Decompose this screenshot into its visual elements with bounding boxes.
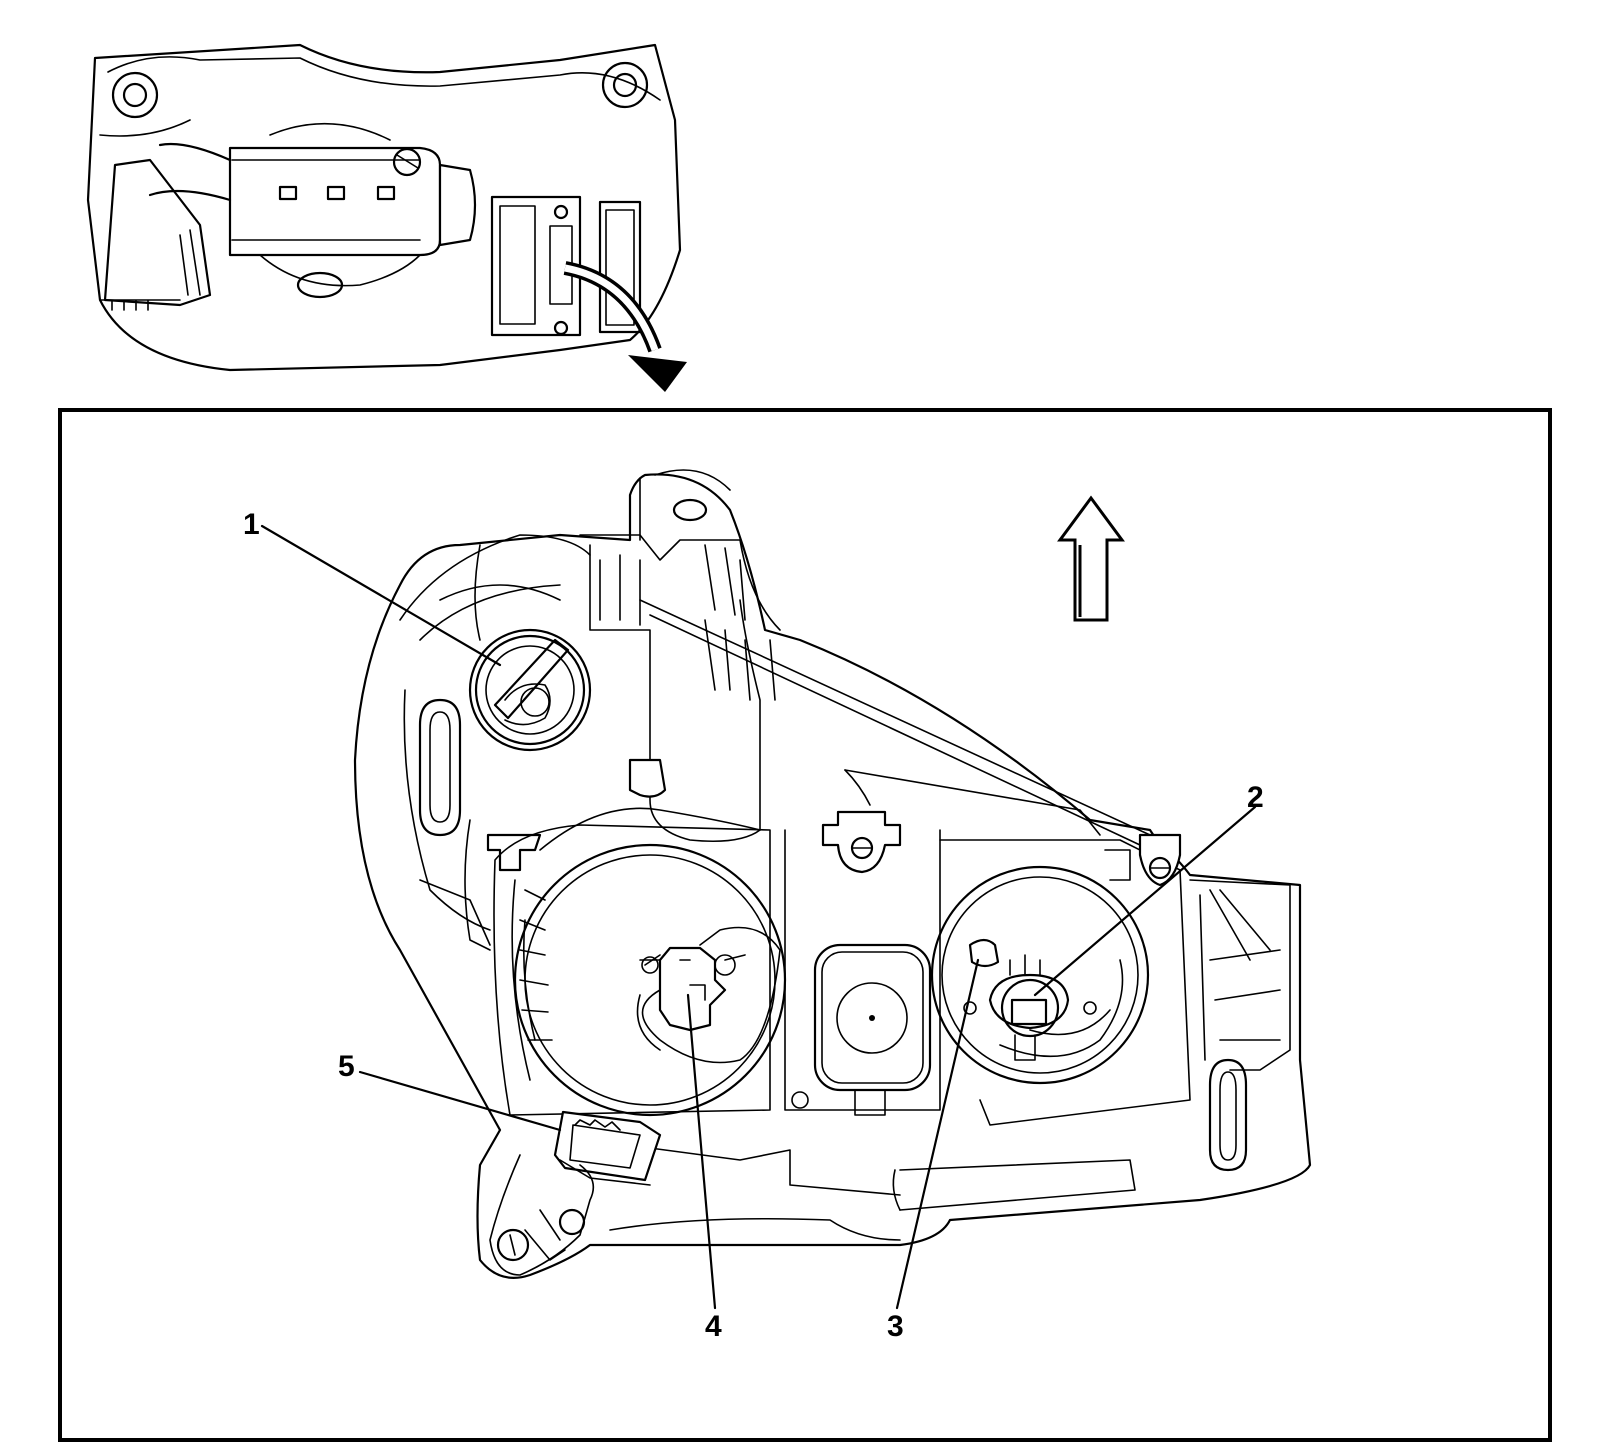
callout-4: 4	[705, 1310, 722, 1343]
lower-left-mount	[489, 1154, 595, 1276]
up-arrow-icon	[1057, 495, 1125, 622]
component-2-bulb	[1000, 978, 1060, 1038]
center-adjuster	[821, 769, 1101, 874]
callout-2: 2	[1247, 781, 1264, 814]
component-1-adjuster	[468, 628, 592, 752]
leader-lines	[260, 524, 1257, 1310]
curved-arrow-icon	[563, 261, 687, 392]
callout-1: 1	[243, 508, 260, 541]
high-beam-lamp	[930, 833, 1191, 1126]
locator-inset-view	[86, 43, 682, 372]
callout-3: 3	[887, 1310, 904, 1343]
headlamp-assembly	[353, 469, 1312, 1279]
low-beam-lamp	[493, 824, 787, 1117]
component-4-bulb-socket	[658, 946, 727, 1032]
callout-5: 5	[338, 1050, 355, 1083]
component-5-connector	[553, 1110, 662, 1186]
callout-labels: 1 2 3 4 5	[243, 508, 1264, 1343]
center-access-recess	[784, 829, 941, 1116]
inset-outline	[86, 43, 682, 372]
component-3-connector	[968, 938, 1000, 968]
detail-view-frame	[58, 408, 1552, 1442]
headlamp-housing	[353, 473, 1312, 1279]
right-housing-end	[1189, 879, 1291, 1172]
